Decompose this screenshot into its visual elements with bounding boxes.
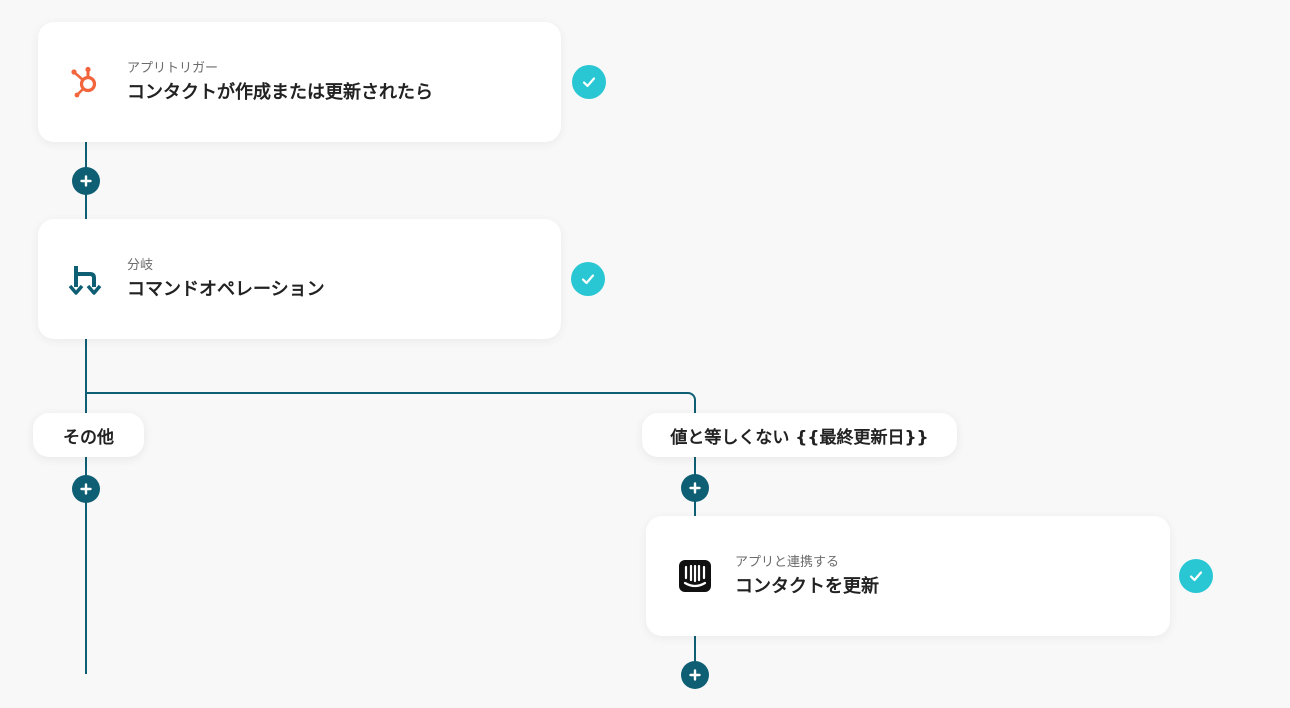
branch-icon (68, 261, 104, 297)
connector-line (694, 636, 696, 676)
hubspot-icon (68, 64, 104, 100)
branch-label-condition[interactable]: 値と等しくない {{最終更新日}} (642, 413, 957, 457)
plus-icon (689, 482, 701, 494)
connector-line (694, 402, 696, 516)
plus-icon (80, 175, 92, 187)
connector-line (85, 339, 87, 674)
action-check-icon (1179, 559, 1213, 593)
action-card[interactable]: アプリと連携する コンタクトを更新 (646, 516, 1170, 636)
branch-title: コマンドオペレーション (127, 279, 325, 300)
branch-label-other[interactable]: その他 (33, 413, 144, 457)
trigger-check-icon (572, 65, 606, 99)
action-title: コンタクトを更新 (735, 576, 879, 597)
intercom-icon (678, 559, 712, 593)
branch-card[interactable]: 分岐 コマンドオペレーション (38, 219, 561, 339)
trigger-title: コンタクトが作成または更新されたら (127, 82, 433, 103)
add-step-button-after-action[interactable] (681, 661, 709, 689)
add-step-button[interactable] (72, 167, 100, 195)
trigger-card[interactable]: アプリトリガー コンタクトが作成または更新されたら (38, 22, 561, 142)
plus-icon (689, 669, 701, 681)
branch-check-icon (571, 262, 605, 296)
branch-subtitle: 分岐 (127, 258, 154, 273)
action-subtitle: アプリと連携する (735, 555, 840, 570)
add-step-button-other[interactable] (72, 475, 100, 503)
trigger-subtitle: アプリトリガー (127, 61, 219, 76)
plus-icon (80, 483, 92, 495)
add-step-button-condition[interactable] (681, 474, 709, 502)
branch-connector (86, 392, 696, 404)
